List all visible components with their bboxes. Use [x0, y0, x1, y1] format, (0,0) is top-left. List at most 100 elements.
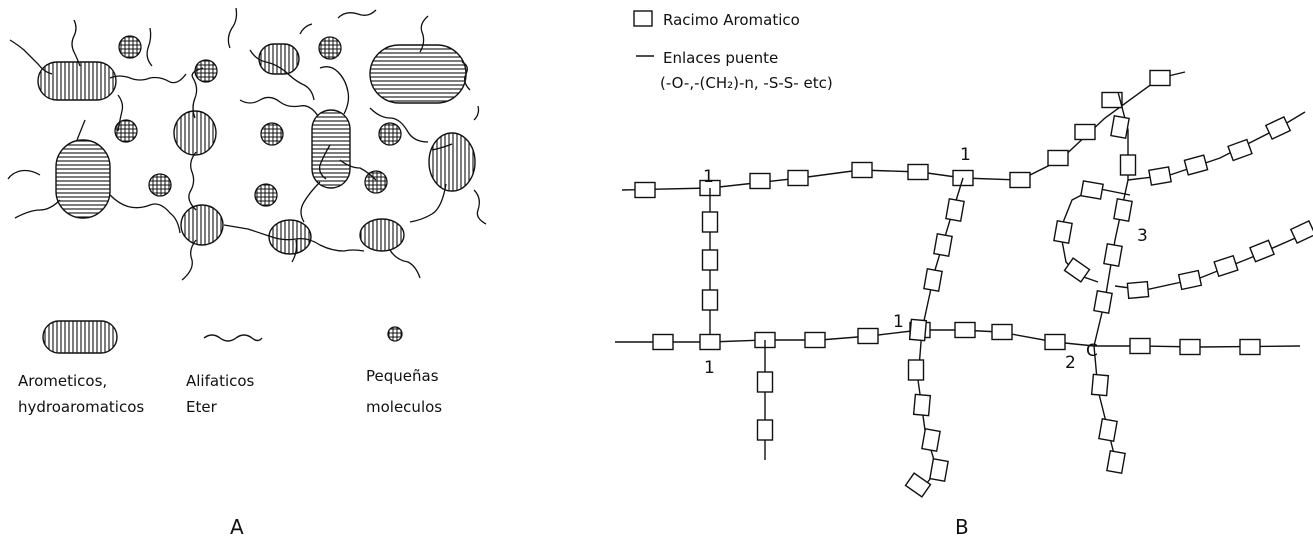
aromatic-cluster: [1093, 290, 1113, 314]
junction-label: 1: [960, 145, 971, 165]
aliphatic-link: [300, 181, 321, 223]
aromatic-cluster: [1129, 337, 1151, 355]
aliphatic-link: [337, 9, 377, 19]
small-molecule: [378, 122, 402, 146]
aromatic-cluster: [857, 327, 879, 345]
aromatic-cluster: [701, 289, 719, 311]
aliphatic-link: [239, 96, 319, 117]
aromatic-cluster: [1179, 338, 1201, 356]
legend-aliphatic-symbol: [203, 334, 263, 342]
aromatic-cluster: [933, 233, 953, 257]
aliphatic-link: [71, 19, 81, 67]
aromatic-unit: [258, 43, 300, 75]
aromatic-cluster: [756, 371, 774, 393]
aliphatic-link: [369, 107, 429, 143]
legend-aliphatic-label-2: Eter: [186, 398, 218, 416]
aliphatic-link: [299, 23, 313, 35]
aromatic-cluster: [1063, 257, 1091, 283]
aromatic-unit: [268, 219, 312, 255]
aromatic-cluster: [1149, 69, 1171, 87]
panel-a-label: A: [230, 515, 244, 539]
aromatic-unit: [173, 110, 217, 156]
aromatic-cluster: [1119, 154, 1137, 176]
aromatic-cluster: [749, 172, 771, 190]
aliphatic-link: [109, 73, 187, 84]
aromatic-cluster: [904, 472, 932, 498]
junction-label: C: [1086, 341, 1098, 361]
aromatic-unit: [55, 139, 111, 219]
aromatic-cluster: [912, 393, 932, 417]
legend-aromatic-symbol: [42, 320, 118, 354]
aromatic-unit: [180, 204, 224, 246]
aliphatic-link: [409, 183, 447, 223]
aliphatic-link: [389, 249, 421, 279]
legend-small-molecule-label-1: Pequeñas: [366, 367, 439, 385]
aromatic-cluster: [1249, 239, 1275, 263]
aromatic-unit: [359, 218, 405, 252]
aliphatic-link: [181, 239, 197, 281]
aromatic-unit: [311, 109, 351, 189]
aromatic-cluster: [1113, 198, 1133, 222]
aromatic-cluster: [701, 211, 719, 233]
panel-b-label: B: [955, 515, 969, 539]
panel-b-legend: Racimo Aromatico Enlaces puente (-O-,-(C…: [633, 10, 833, 92]
aromatic-cluster: [1227, 138, 1253, 162]
aromatic-cluster: [701, 249, 719, 271]
legend-bridge-title: Enlaces puente: [663, 49, 778, 67]
aromatic-cluster: [945, 198, 965, 222]
aromatic-cluster: [652, 333, 674, 351]
aromatic-cluster: [923, 268, 943, 292]
aromatic-cluster: [921, 428, 941, 452]
aromatic-cluster: [1264, 116, 1292, 140]
panel-a-legend: Arometicos, hydroaromaticos Alifaticos E…: [18, 320, 442, 416]
aliphatic-link: [109, 194, 181, 234]
junction-label: 1: [703, 167, 714, 187]
small-molecule: [318, 36, 342, 60]
aliphatic-link: [227, 7, 238, 49]
aromatic-cluster: [991, 323, 1013, 341]
aromatic-cluster: [851, 161, 873, 179]
aliphatic-link: [473, 105, 480, 121]
junction-label: 3: [1137, 226, 1148, 246]
aromatic-cluster: [908, 318, 928, 342]
aromatic-cluster: [1098, 418, 1118, 442]
aromatic-cluster: [756, 419, 774, 441]
aromatic-cluster: [954, 321, 976, 339]
small-molecule: [364, 170, 388, 194]
small-molecule: [260, 122, 284, 146]
aromatic-cluster: [787, 169, 809, 187]
aliphatic-link: [146, 27, 153, 67]
aromatic-cluster: [1213, 254, 1239, 278]
legend-bridge-detail: (-O-,-(CH₂)-n, -S-S- etc): [660, 74, 833, 92]
small-molecule: [148, 173, 172, 197]
aromatic-cluster: [1289, 220, 1313, 244]
aromatic-cluster: [1090, 373, 1110, 397]
legend-cluster-symbol: [633, 10, 653, 27]
junction-label: 1: [893, 312, 904, 332]
small-molecule: [194, 59, 218, 83]
panel-a-small-molecules: [114, 35, 402, 207]
aromatic-cluster: [1239, 338, 1261, 356]
aromatic-cluster: [699, 333, 721, 351]
aromatic-cluster: [1080, 180, 1104, 200]
aliphatic-link: [76, 119, 86, 141]
small-molecule: [118, 35, 142, 59]
aliphatic-link: [473, 189, 487, 225]
aromatic-cluster: [1044, 333, 1066, 351]
aromatic-unit: [369, 44, 467, 104]
aromatic-cluster: [907, 359, 925, 381]
junction-label: 1: [704, 358, 715, 378]
aromatic-cluster: [1183, 154, 1209, 176]
panel-a-aromatic-units: [37, 43, 476, 255]
aromatic-unit: [37, 61, 117, 101]
legend-small-molecule-label-2: moleculos: [366, 398, 442, 416]
aromatic-cluster: [929, 458, 949, 482]
aromatic-cluster: [1126, 280, 1150, 300]
aromatic-cluster: [634, 181, 656, 199]
aliphatic-link: [14, 199, 61, 219]
aromatic-cluster: [1106, 450, 1126, 474]
aromatic-cluster: [1103, 243, 1123, 267]
aromatic-cluster: [907, 163, 929, 181]
aromatic-cluster: [1101, 91, 1123, 109]
